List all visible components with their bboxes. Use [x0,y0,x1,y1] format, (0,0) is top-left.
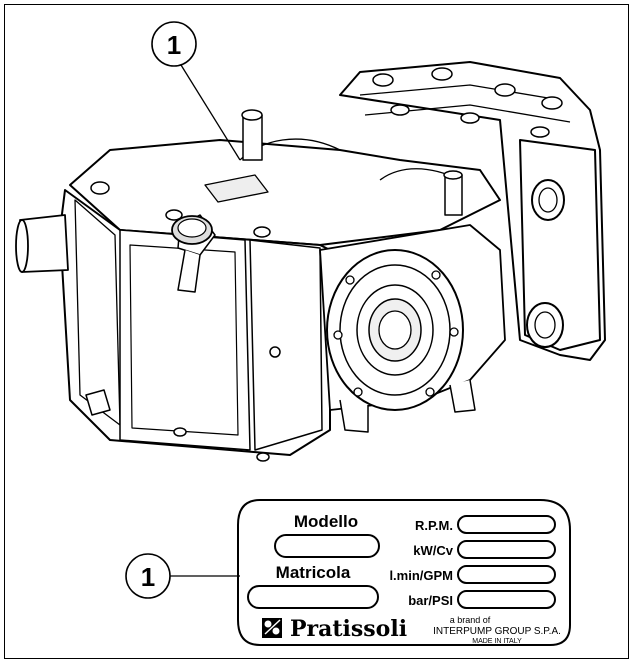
rpm-field [457,515,556,534]
lmin-field [457,565,556,584]
pump-drawing [15,61,606,462]
barpsi-label: bar/PSI [408,593,453,608]
group-name: INTERPUMP GROUP S.P.A. [433,626,561,637]
modello-field [274,534,380,558]
kwcv-label: kW/Cv [413,543,454,558]
barpsi-field [457,590,556,609]
callout-bottom: 1 [125,553,171,599]
callout-leader-top [180,64,241,161]
made-in: MADE IN ITALY [472,638,522,645]
matricola-field [247,585,379,609]
rpm-label: R.P.M. [415,518,453,533]
callout-top: 1 [151,21,197,67]
callout-bottom-number: 1 [141,562,155,592]
lmin-label: l.min/GPM [389,568,453,583]
brand-of: a brand of [450,615,491,625]
pratissoli-logo-icon [262,618,282,638]
matricola-label: Matricola [276,563,351,582]
name-plate: Modello Matricola R.P.M. kW/Cv l.min/GPM… [237,499,571,646]
modello-label: Modello [294,512,358,531]
brand-name: Pratissoli [290,616,407,642]
kwcv-field [457,540,556,559]
callout-top-number: 1 [167,30,181,60]
